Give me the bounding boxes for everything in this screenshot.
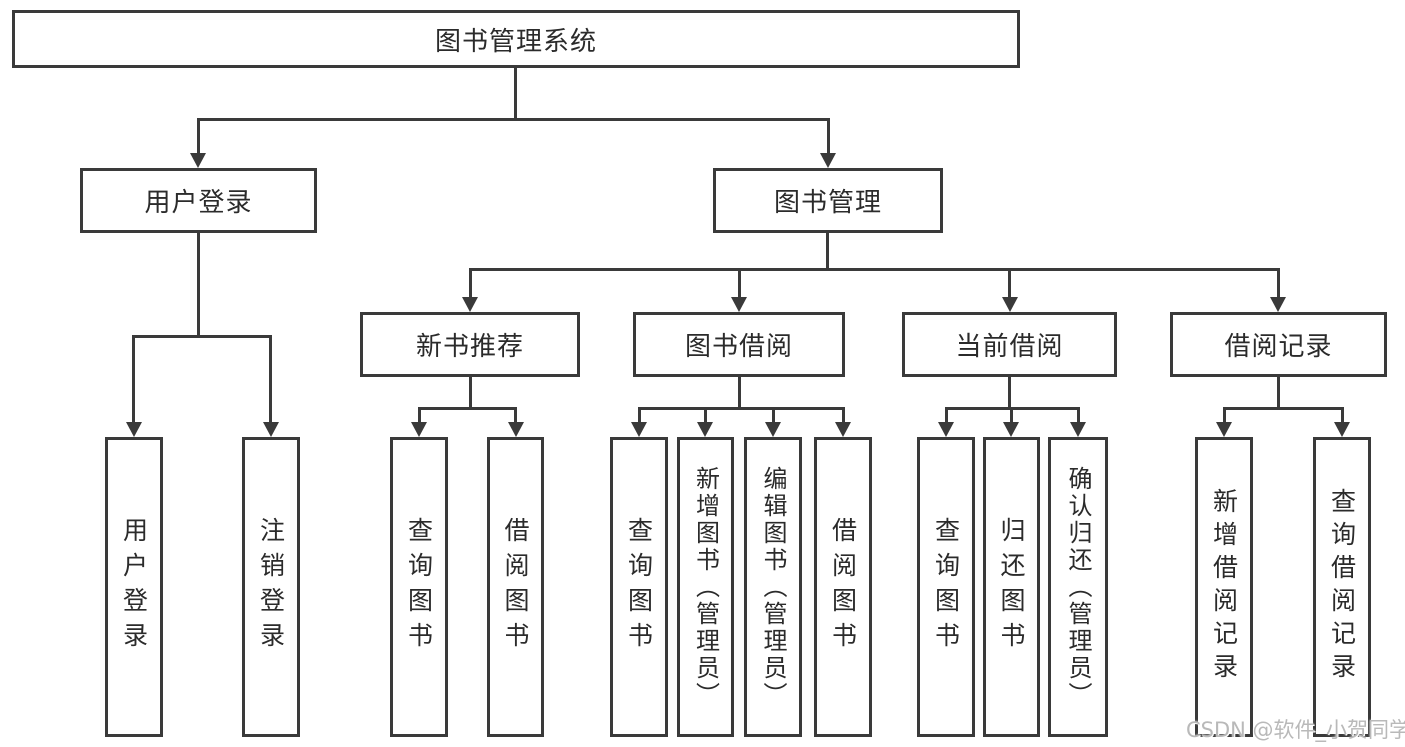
connector-line xyxy=(197,233,200,337)
arrowhead-icon xyxy=(1003,422,1019,437)
connector-line xyxy=(1008,377,1011,410)
connector-line xyxy=(197,118,200,155)
connector-line xyxy=(827,118,830,155)
node-leaf-edit-book-admin: 编辑图书（管理员） xyxy=(744,437,802,737)
arrowhead-icon xyxy=(1002,297,1018,312)
arrowhead-icon xyxy=(835,422,851,437)
connector-line xyxy=(738,377,741,410)
node-leaf-query-borrow-record: 查询借阅记录 xyxy=(1313,437,1371,737)
node-leaf-return-book: 归还图书 xyxy=(983,437,1040,737)
node-leaf-confirm-return-admin: 确认归还（管理员） xyxy=(1048,437,1108,737)
node-root-system: 图书管理系统 xyxy=(12,10,1020,68)
connector-line xyxy=(469,268,1280,271)
node-borrow-record: 借阅记录 xyxy=(1170,312,1387,377)
arrowhead-icon xyxy=(1216,422,1232,437)
connector-line xyxy=(738,268,741,299)
connector-line xyxy=(418,407,421,424)
connector-line xyxy=(269,335,272,423)
connector-line xyxy=(704,407,707,424)
node-new-book-recommend: 新书推荐 xyxy=(360,312,580,377)
connector-line xyxy=(1224,407,1343,410)
connector-line xyxy=(133,335,272,338)
node-book-management-branch: 图书管理 xyxy=(713,168,943,233)
connector-line xyxy=(469,377,472,410)
node-leaf-query-book-3: 查询图书 xyxy=(917,437,975,737)
arrowhead-icon xyxy=(508,422,524,437)
arrowhead-icon xyxy=(190,153,206,168)
connector-line xyxy=(1341,407,1344,424)
arrowhead-icon xyxy=(1334,422,1350,437)
node-user-login-branch: 用户登录 xyxy=(80,168,317,233)
arrowhead-icon xyxy=(731,297,747,312)
connector-line xyxy=(826,233,829,271)
arrowhead-icon xyxy=(820,153,836,168)
arrowhead-icon xyxy=(462,297,478,312)
arrowhead-icon xyxy=(938,422,954,437)
arrowhead-icon xyxy=(263,422,279,437)
node-leaf-borrow-book-2: 借阅图书 xyxy=(814,437,872,737)
node-book-borrow: 图书借阅 xyxy=(633,312,845,377)
connector-line xyxy=(1077,407,1080,424)
arrowhead-icon xyxy=(411,422,427,437)
arrowhead-icon xyxy=(697,422,713,437)
connector-line xyxy=(132,335,135,423)
node-leaf-add-book-admin: 新增图书（管理员） xyxy=(677,437,734,737)
connector-line xyxy=(1223,407,1226,424)
connector-line xyxy=(638,407,641,424)
node-leaf-logout: 注销登录 xyxy=(242,437,300,737)
connector-line xyxy=(1277,377,1280,410)
watermark: CSDN @软件_小贺同学 xyxy=(1186,718,1405,742)
connector-line xyxy=(842,407,845,424)
connector-line xyxy=(419,407,517,410)
node-leaf-query-book-1: 查询图书 xyxy=(390,437,448,737)
connector-line xyxy=(1010,407,1013,424)
node-current-borrow: 当前借阅 xyxy=(902,312,1117,377)
connector-line xyxy=(1277,268,1280,299)
connector-line xyxy=(1008,268,1011,299)
node-leaf-query-book-2: 查询图书 xyxy=(610,437,668,737)
node-leaf-user-login: 用户登录 xyxy=(105,437,163,737)
connector-line xyxy=(469,268,472,299)
arrowhead-icon xyxy=(1070,422,1086,437)
connector-line xyxy=(514,407,517,424)
node-leaf-add-borrow-record: 新增借阅记录 xyxy=(1195,437,1253,737)
connector-line xyxy=(197,118,829,121)
arrowhead-icon xyxy=(765,422,781,437)
connector-line xyxy=(772,407,775,424)
connector-line xyxy=(514,68,517,120)
arrowhead-icon xyxy=(631,422,647,437)
connector-line xyxy=(639,407,844,410)
arrowhead-icon xyxy=(1270,297,1286,312)
connector-line xyxy=(945,407,948,424)
arrowhead-icon xyxy=(126,422,142,437)
node-leaf-borrow-book-1: 借阅图书 xyxy=(487,437,544,737)
